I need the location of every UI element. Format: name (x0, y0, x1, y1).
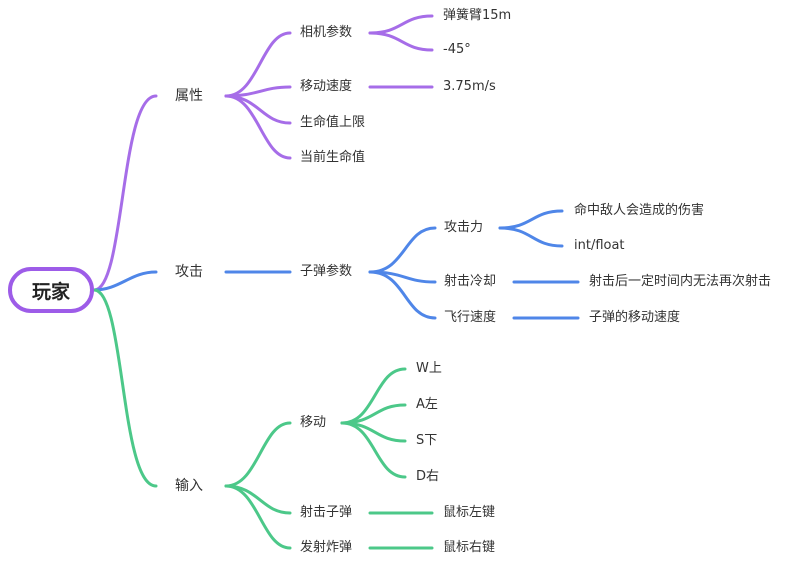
node-attack-power-desc[interactable]: 命中敌人会造成的伤害 (574, 203, 705, 218)
node-shoot-bullet[interactable]: 射击子弹 (300, 505, 353, 520)
connector-camera-spring (368, 14, 434, 35)
node-input[interactable]: 输入 (175, 478, 203, 494)
node-key-s[interactable]: S下 (416, 433, 438, 448)
node-mouse-left[interactable]: 鼠标左键 (443, 505, 496, 520)
node-shoot-cooldown[interactable]: 射击冷却 (444, 274, 497, 289)
node-current-hp[interactable]: 当前生命值 (300, 150, 366, 165)
connector-bullet-fly (368, 270, 437, 320)
connector-attr-camera (224, 31, 292, 98)
node-move-speed-value[interactable]: 3.75m/s (443, 79, 496, 94)
node-fly-speed-desc[interactable]: 子弹的移动速度 (589, 310, 681, 325)
connector-attr-curhp (224, 94, 292, 160)
connector-move-d (340, 421, 407, 479)
node-move[interactable]: 移动 (300, 415, 327, 430)
node-attack-power-type[interactable]: int/float (574, 238, 625, 253)
connector-input-move (224, 421, 292, 488)
node-key-w[interactable]: W上 (416, 361, 442, 376)
node-fly-speed[interactable]: 飞行速度 (444, 310, 497, 325)
node-bullet-params[interactable]: 子弹参数 (300, 264, 353, 279)
node-fire-bomb[interactable]: 发射炸弹 (300, 540, 353, 555)
connector-bullet-power (368, 226, 437, 274)
node-attributes[interactable]: 属性 (175, 88, 203, 104)
connector-input-bomb (224, 484, 292, 550)
node-shoot-cooldown-desc[interactable]: 射击后一定时间内无法再次射击 (589, 274, 772, 289)
node-mouse-right[interactable]: 鼠标右键 (443, 540, 496, 555)
connector-attr-speed (224, 85, 292, 98)
connector-power-type (498, 226, 564, 248)
connector-attr-maxhp (224, 94, 292, 125)
node-camera-angle[interactable]: -45° (443, 42, 471, 57)
node-attack[interactable]: 攻击 (175, 264, 203, 280)
connector-camera-angle (368, 31, 434, 52)
connector-power-desc (498, 209, 564, 230)
node-max-hp[interactable]: 生命值上限 (300, 115, 366, 130)
node-camera-params[interactable]: 相机参数 (300, 25, 353, 40)
node-move-speed[interactable]: 移动速度 (300, 79, 353, 94)
connector-root-attack (92, 270, 158, 292)
node-spring-arm[interactable]: 弹簧臂15m (443, 8, 512, 23)
connector-root-attr (92, 94, 158, 292)
node-key-d[interactable]: D右 (416, 469, 440, 484)
connector-root-input (92, 288, 158, 488)
connector-input-shoot (224, 484, 292, 515)
node-attack-power[interactable]: 攻击力 (444, 220, 484, 235)
node-key-a[interactable]: A左 (416, 397, 438, 412)
root-node[interactable]: 玩家 (8, 267, 94, 313)
